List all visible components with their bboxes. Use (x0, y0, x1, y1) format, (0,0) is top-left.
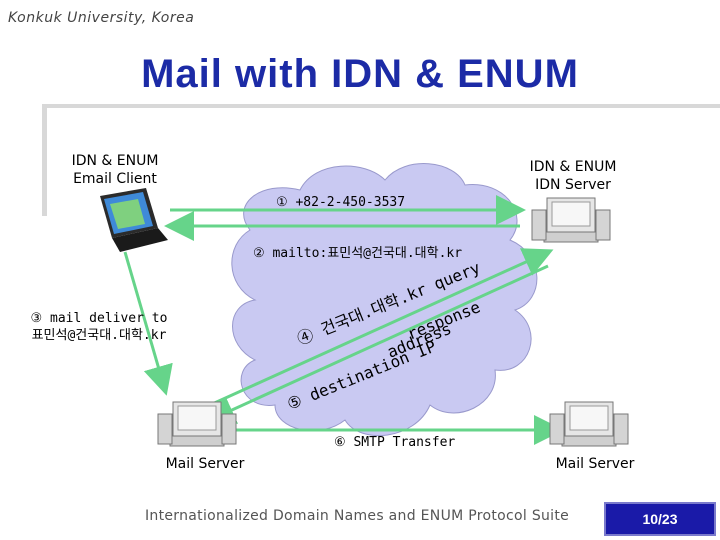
mail-server-icon (157, 401, 237, 447)
client-label: IDN & ENUM Email Client (50, 152, 180, 188)
mail-server-right-label: Mail Server (555, 456, 635, 472)
step3-label-line1: ③ mail deliver to (30, 311, 168, 326)
slide-title: Mail with IDN & ENUM (141, 52, 579, 96)
step3-label-line2: 표민석@건국대.대학.kr (31, 328, 167, 343)
arrow-mailserver-to-idnserver (209, 248, 554, 407)
idn-server-label-line1: IDN & ENUM (529, 159, 617, 175)
client-label-line2: Email Client (73, 171, 157, 187)
client-label-line1: IDN & ENUM (71, 153, 159, 169)
mail-server-icon (549, 401, 629, 447)
server-computer-icon (531, 197, 611, 243)
arrow-idnserver-to-mailserver (204, 264, 549, 424)
idn-server-label: IDN & ENUM IDN Server (508, 158, 638, 194)
step6-label: ⑥ SMTP Transfer (334, 435, 456, 450)
mail-server-left-label: Mail Server (165, 456, 245, 472)
decor-vertical-bar (42, 104, 47, 216)
network-cloud (231, 163, 538, 437)
footer-text: Internationalized Domain Names and ENUM … (145, 508, 570, 524)
step3-label: ③ mail deliver to 표민석@건국대.대학.kr (14, 310, 184, 344)
arrow-client-to-mailserver (123, 251, 173, 396)
step2-label: ② mailto:표민석@건국대.대학.kr (253, 246, 463, 261)
step1-label: ① +82-2-450-3537 (276, 195, 406, 210)
decor-horizontal-bar (42, 104, 720, 108)
institution-header: Konkuk University, Korea (8, 10, 195, 26)
idn-server-label-line2: IDN Server (535, 177, 611, 193)
laptop-icon (100, 188, 168, 252)
page-number-badge: 10/23 (604, 502, 716, 536)
